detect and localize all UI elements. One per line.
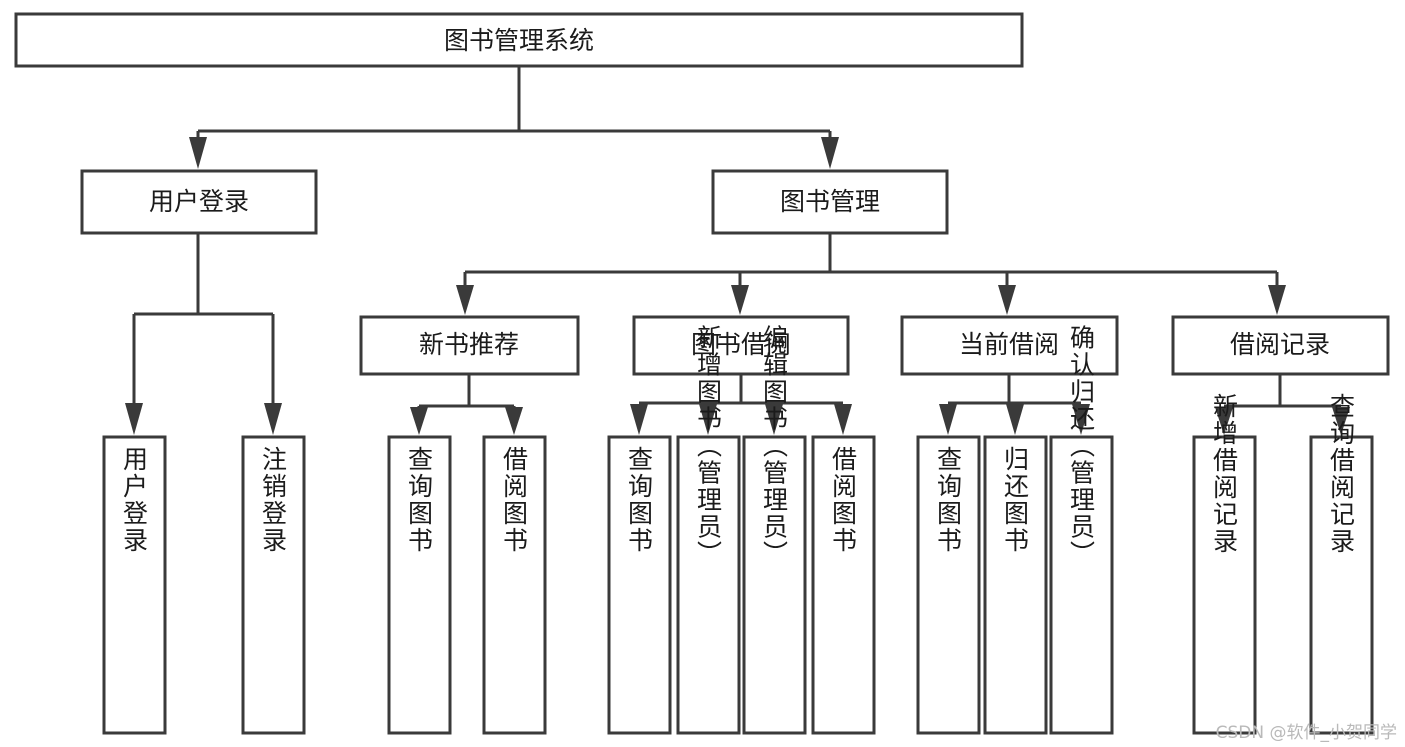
node-leaf-add-book-admin[interactable]: 新增图书（管理员） [676, 325, 741, 735]
node-leaf-label: 确认归还（管理员） [1067, 325, 1096, 568]
node-leaf-borrow-book-recommend[interactable]: 借阅图书 [482, 435, 547, 735]
node-leaf-box [102, 435, 167, 735]
node-book-borrow-label: 图书借阅 [691, 330, 791, 359]
node-leaf-label: 新增借阅记录 [1210, 393, 1239, 555]
node-leaf-query-book-current[interactable]: 查询图书 [916, 435, 981, 735]
arrow-head-icon [939, 404, 957, 435]
node-root-book-management-system[interactable]: 图书管理系统 [14, 12, 1024, 68]
node-current-borrow-box [900, 315, 1119, 376]
node-leaf-label: 编辑图书（管理员） [760, 325, 789, 568]
connector-book-borrow-to-leaves [630, 375, 852, 435]
arrow-head-icon [1215, 407, 1233, 435]
node-leaf-box [676, 435, 741, 735]
node-leaf-box [1192, 435, 1257, 735]
node-new-book-recommend[interactable]: 新书推荐 [359, 315, 580, 376]
node-current-borrow-label: 当前借阅 [959, 330, 1059, 359]
arrow-head-icon [630, 404, 648, 435]
node-leaf-query-book-borrow[interactable]: 查询图书 [607, 435, 672, 735]
node-leaf-box [742, 435, 807, 735]
arrow-head-icon [1268, 285, 1286, 315]
node-leaf-box [482, 435, 547, 735]
node-leaf-borrow-book[interactable]: 借阅图书 [811, 435, 876, 735]
arrow-head-icon [189, 137, 207, 169]
node-leaf-label: 借阅图书 [500, 446, 529, 554]
node-leaf-label: 借阅图书 [829, 446, 858, 554]
node-leaf-confirm-return-admin[interactable]: 确认归还（管理员） [1049, 325, 1114, 735]
node-leaf-box [1049, 435, 1114, 735]
node-borrow-record-box [1171, 315, 1390, 376]
node-leaf-query-borrow-record[interactable]: 查询借阅记录 [1309, 393, 1374, 735]
arrow-head-icon [699, 404, 717, 435]
arrow-head-icon [1006, 404, 1024, 435]
arrow-head-icon [410, 407, 428, 435]
arrow-head-icon [1332, 407, 1350, 435]
node-leaf-box [811, 435, 876, 735]
node-leaf-box [983, 435, 1048, 735]
arrow-head-icon [505, 407, 523, 435]
node-book-management-box [711, 169, 949, 235]
node-book-management[interactable]: 图书管理 [711, 169, 949, 235]
arrow-head-icon [731, 285, 749, 315]
node-leaf-box [1309, 435, 1374, 735]
connector-new-book-to-leaves [410, 375, 523, 435]
connector-current-borrow-to-leaves [939, 375, 1090, 435]
node-borrow-record-label: 借阅记录 [1230, 330, 1330, 359]
node-leaf-box [387, 435, 452, 735]
node-leaf-label: 用户登录 [120, 446, 149, 554]
node-leaf-add-borrow-record[interactable]: 新增借阅记录 [1192, 393, 1257, 735]
node-leaf-label: 注销登录 [259, 446, 288, 554]
node-root-label: 图书管理系统 [444, 26, 594, 55]
node-new-book-recommend-label: 新书推荐 [419, 330, 519, 359]
node-leaf-logout[interactable]: 注销登录 [241, 435, 306, 735]
node-leaf-label: 查询借阅记录 [1327, 393, 1356, 555]
node-leaf-label: 新增图书（管理员） [694, 325, 723, 568]
arrow-head-icon [821, 137, 839, 169]
node-leaf-box [607, 435, 672, 735]
node-book-borrow[interactable]: 图书借阅 [632, 315, 850, 376]
node-leaf-label: 查询图书 [625, 446, 654, 554]
node-leaf-user-login[interactable]: 用户登录 [102, 435, 167, 735]
node-leaf-label: 查询图书 [405, 446, 434, 554]
connector-user-login-to-leaves [125, 234, 282, 435]
node-book-management-label: 图书管理 [780, 187, 880, 216]
node-borrow-record[interactable]: 借阅记录 [1171, 315, 1390, 376]
connector-book-manage-to-level3 [456, 234, 1286, 315]
arrow-head-icon [125, 403, 143, 435]
node-current-borrow[interactable]: 当前借阅 [900, 315, 1119, 376]
arrow-head-icon [765, 404, 783, 435]
node-user-login-box [80, 169, 318, 235]
node-leaf-return-book[interactable]: 归还图书 [983, 435, 1048, 735]
csdn-watermark: CSDN @软件_小贺同学 [1215, 723, 1397, 743]
node-book-borrow-box [632, 315, 850, 376]
connector-borrow-record-to-leaves [1215, 375, 1350, 435]
node-user-login[interactable]: 用户登录 [80, 169, 318, 235]
node-user-login-label: 用户登录 [149, 187, 249, 216]
node-leaf-query-book-recommend[interactable]: 查询图书 [387, 435, 452, 735]
arrow-head-icon [456, 285, 474, 315]
node-leaf-label: 查询图书 [934, 446, 963, 554]
node-root-box [14, 12, 1024, 68]
node-leaf-edit-book-admin[interactable]: 编辑图书（管理员） [742, 325, 807, 735]
arrow-head-icon [834, 404, 852, 435]
connector-root-to-level2 [189, 66, 839, 169]
node-leaf-box [241, 435, 306, 735]
node-leaf-box [916, 435, 981, 735]
arrow-head-icon [1072, 404, 1090, 435]
arrow-head-icon [264, 403, 282, 435]
node-leaf-label: 归还图书 [1001, 446, 1030, 554]
arrow-head-icon [998, 285, 1016, 315]
node-new-book-recommend-box [359, 315, 580, 376]
